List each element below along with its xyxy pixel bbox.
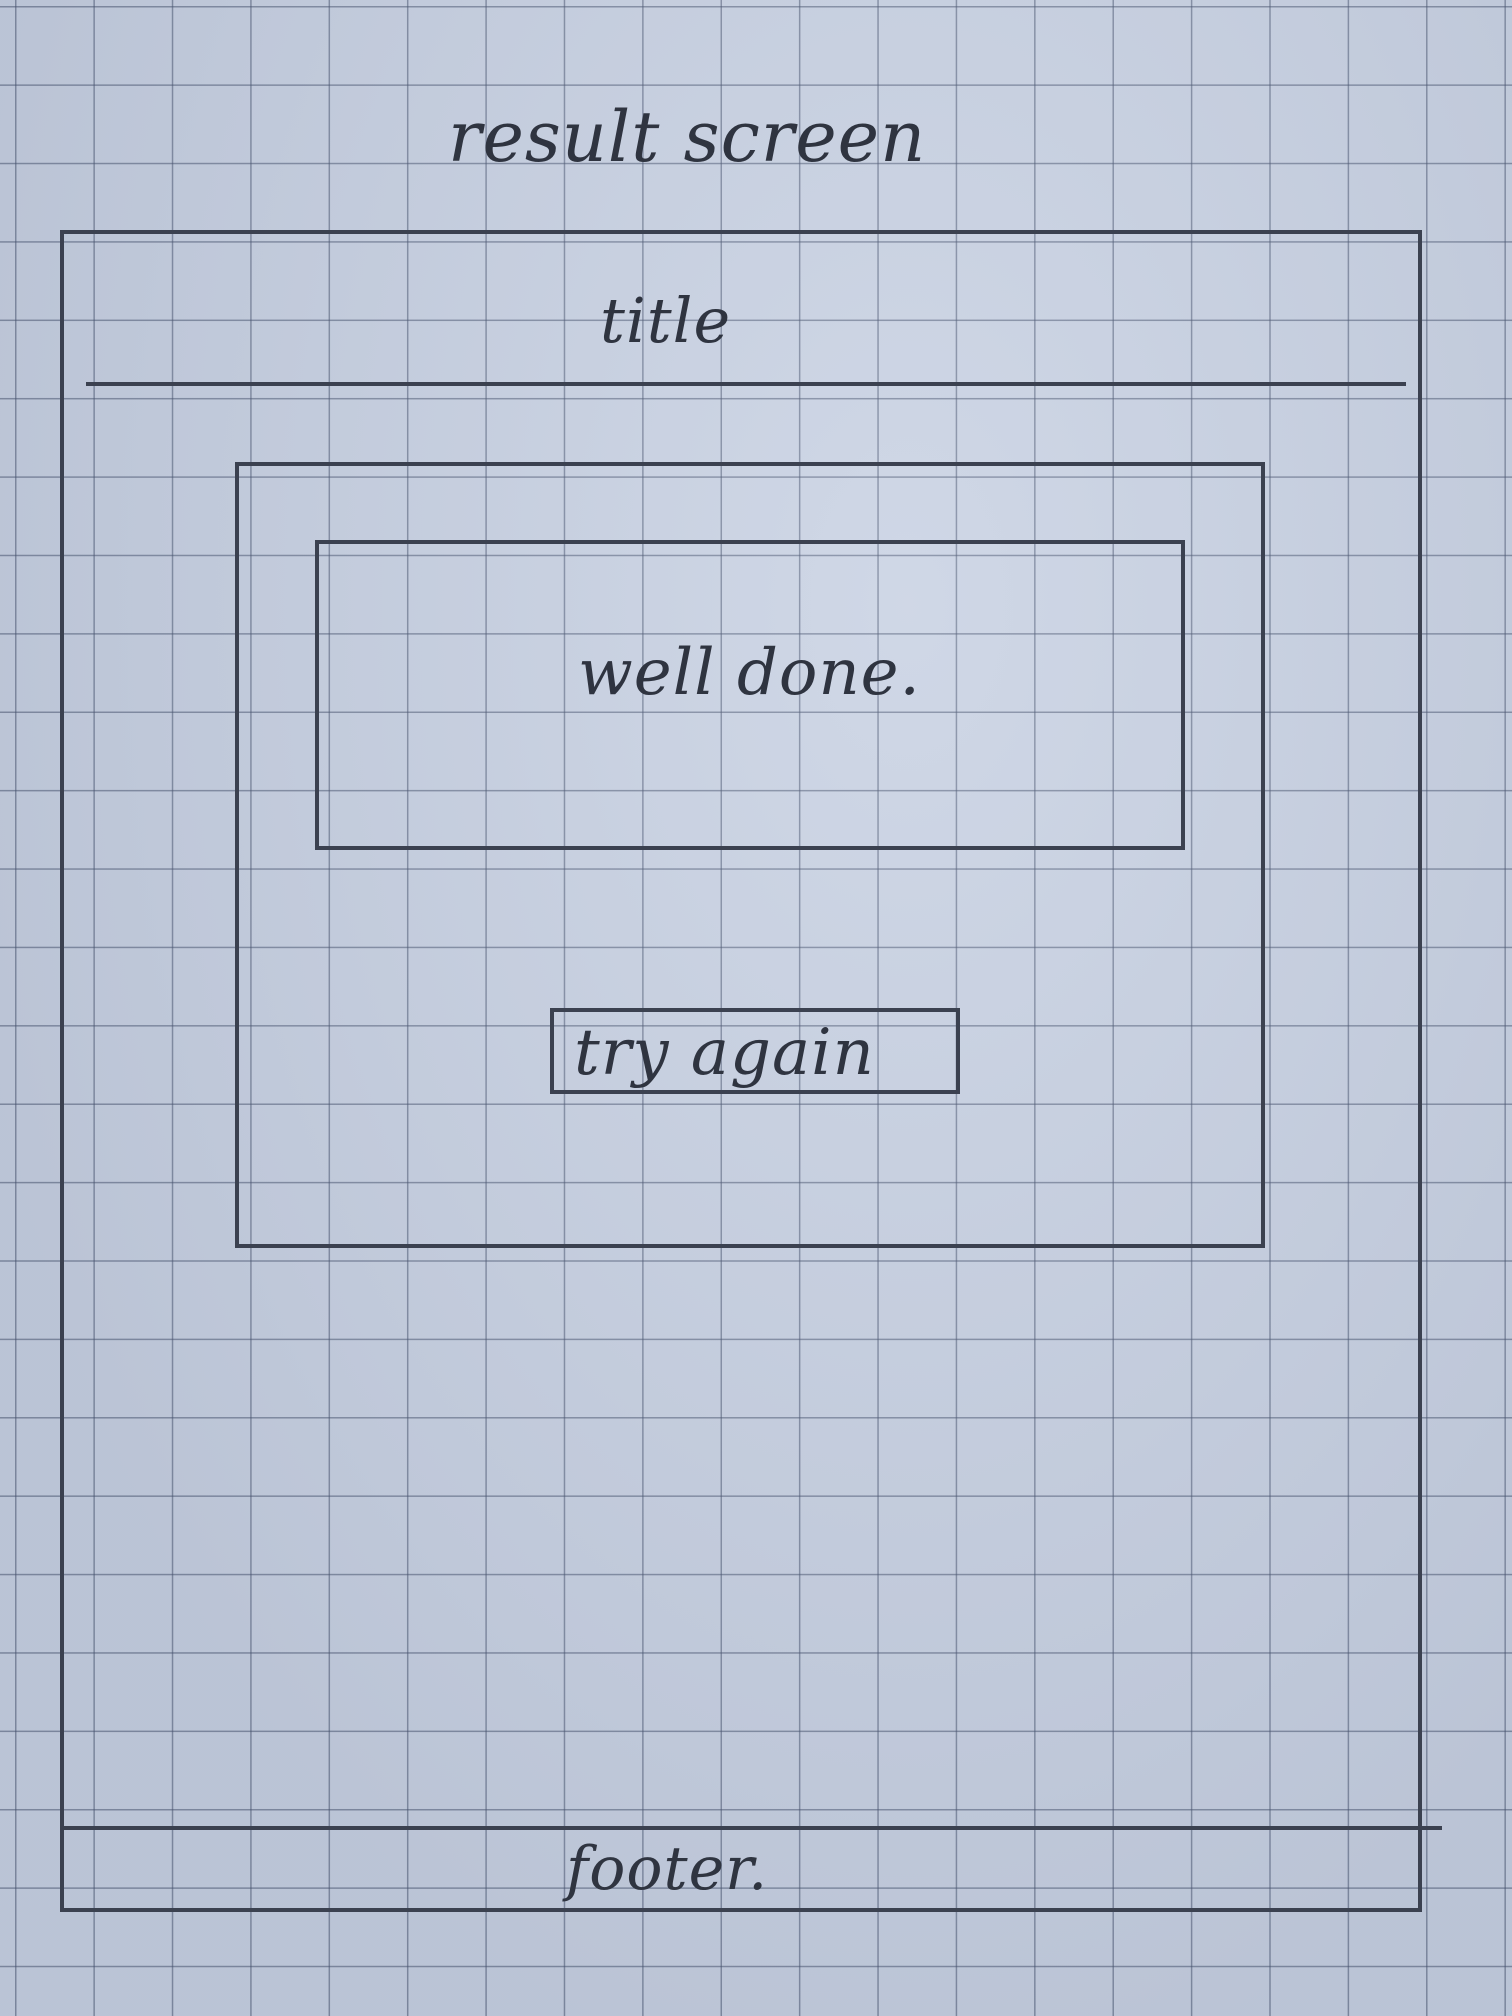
message-box — [315, 540, 1185, 850]
footer-label: footer. — [566, 1834, 769, 1904]
screen-frame — [60, 230, 1422, 1912]
result-panel — [235, 462, 1265, 1248]
try-again-label: try again — [574, 1016, 875, 1090]
footer-divider — [62, 1826, 1442, 1830]
header-divider — [86, 382, 1406, 386]
sketch-heading: result screen — [448, 96, 927, 178]
success-message: well done. — [578, 636, 921, 710]
header-title: title — [600, 284, 732, 357]
try-again-button[interactable]: try again — [550, 1008, 960, 1094]
